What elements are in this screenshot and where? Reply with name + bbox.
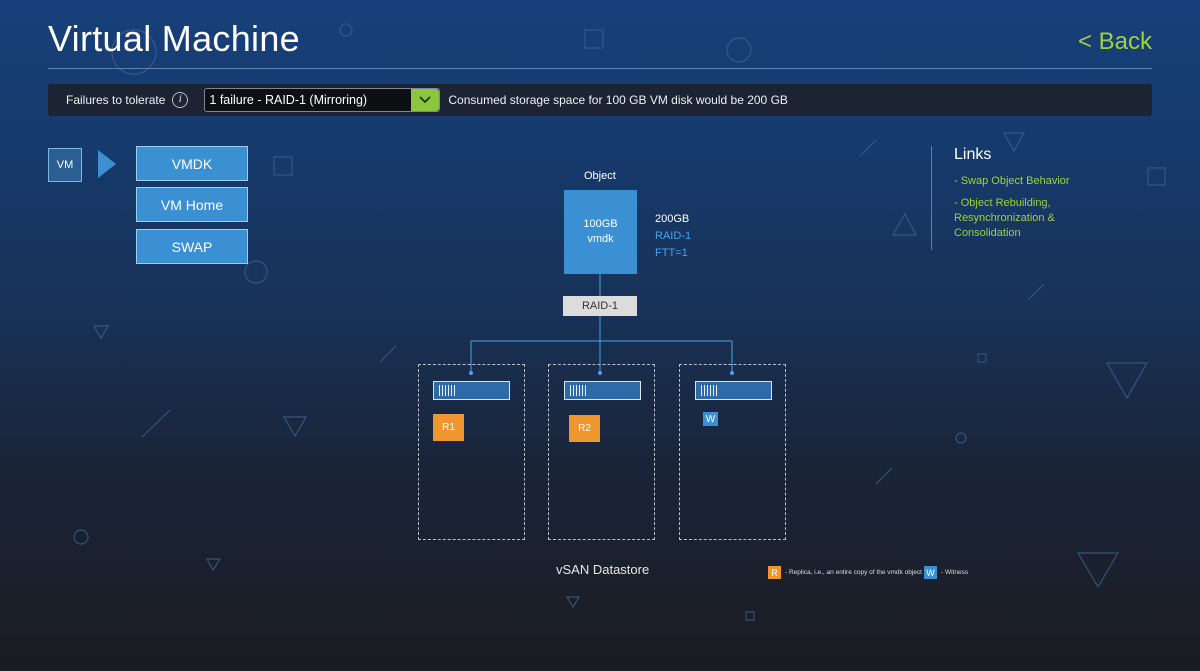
object-label: Object <box>584 170 616 182</box>
host-3 <box>679 364 786 540</box>
vmdk-button[interactable]: VMDK <box>136 146 248 181</box>
info-icon[interactable]: i <box>172 92 189 108</box>
swap-button[interactable]: SWAP <box>136 229 248 264</box>
object-spec: 200GB RAID-1 FTT=1 <box>655 211 691 262</box>
link-object-rebuilding[interactable]: - Object Rebuilding, Resynchronization &… <box>954 197 1055 239</box>
legend-witness-text: - Witness <box>941 569 969 576</box>
back-link[interactable]: < Back <box>1077 28 1152 55</box>
object-size: 100GB <box>583 218 618 230</box>
failures-to-tolerate-label: Failures to tolerate <box>66 93 166 107</box>
links-panel: Links - Swap Object Behavior - Object Re… <box>931 146 1084 250</box>
witness-component: W <box>703 412 718 426</box>
arrow-right-icon <box>98 150 116 178</box>
server-icon <box>433 381 510 400</box>
host-1 <box>418 364 525 540</box>
host-2 <box>548 364 655 540</box>
object-raid: RAID-1 <box>655 230 692 242</box>
links-title: Links <box>954 146 992 163</box>
replica-component: R1 <box>433 414 464 441</box>
raid-node: RAID-1 <box>563 296 637 316</box>
ftt-select[interactable]: 1 failure - RAID-1 (Mirroring) <box>204 88 441 112</box>
object-name: vmdk <box>587 233 614 245</box>
object-total: 200GB <box>655 213 690 225</box>
link-swap-object-behavior[interactable]: - Swap Object Behavior <box>954 175 1070 187</box>
datastore-label: vSAN Datastore <box>556 562 650 577</box>
policy-bar: Failures to tolerate i 1 failure - RAID-… <box>48 84 1152 116</box>
legend-witness-key: W <box>924 566 937 579</box>
page-title: Virtual Machine <box>48 18 300 59</box>
ftt-select-value: 1 failure - RAID-1 (Mirroring) <box>209 93 368 107</box>
server-icon <box>695 381 772 400</box>
consumed-storage-text: Consumed storage space for 100 GB VM dis… <box>448 93 788 107</box>
legend-replica-key: R <box>768 566 781 579</box>
vmdk-object: 100GB vmdk <box>564 190 637 274</box>
legend-replica: R - Replica, i.e., an entire copy of the… <box>768 566 922 579</box>
legend-replica-text: - Replica, i.e., an entire copy of the v… <box>785 569 922 576</box>
object-ftt: FTT=1 <box>655 247 688 259</box>
chevron-down-icon[interactable] <box>411 89 440 111</box>
vm-box: VM <box>48 148 82 182</box>
server-icon <box>564 381 641 400</box>
header-divider <box>48 68 1152 69</box>
vm-home-button[interactable]: VM Home <box>136 187 248 222</box>
replica-component: R2 <box>569 415 600 442</box>
legend-witness: W - Witness <box>924 566 968 579</box>
